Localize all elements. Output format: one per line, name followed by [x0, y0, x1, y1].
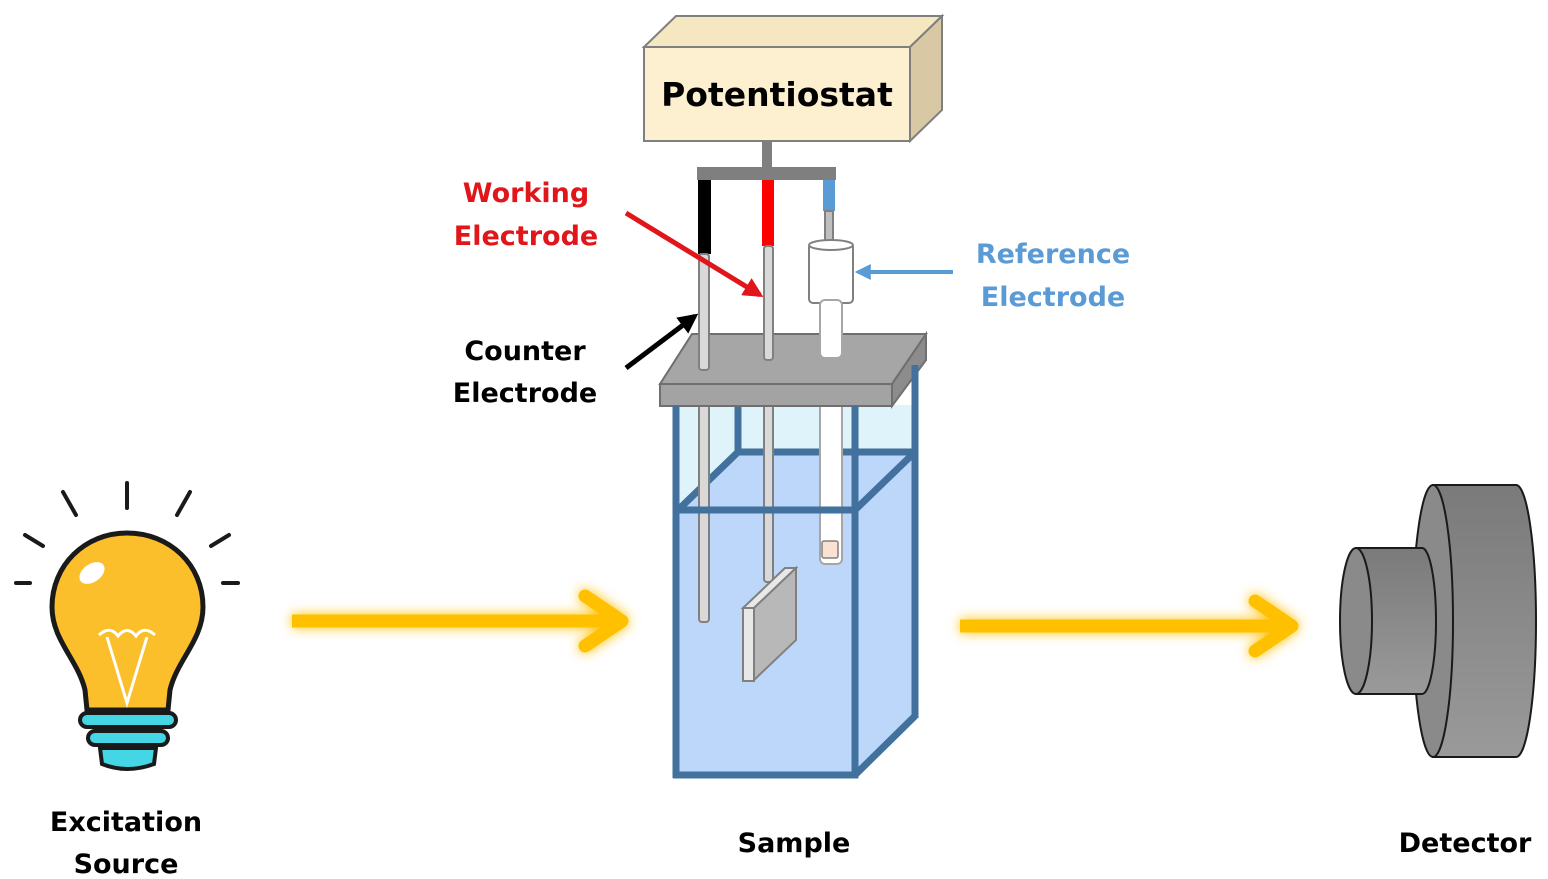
- electrode-connector: [697, 141, 836, 180]
- reference-frit: [821, 540, 839, 559]
- counter-electrode-label-line2: Electrode: [453, 378, 597, 409]
- potentiostat: Potentiostat: [641, 13, 945, 144]
- sample-label: Sample: [738, 828, 851, 859]
- cell-front-frame: [672, 365, 919, 779]
- cell-lid: [658, 245, 928, 410]
- counter-electrode-pointer: [624, 313, 699, 370]
- working-electrode-pointer: [624, 210, 764, 298]
- counter-electrode-label-line1: Counter: [464, 336, 586, 367]
- excitation-source-label-line1: Excitation: [50, 807, 202, 838]
- reference-electrode-label-line1: Reference: [976, 239, 1130, 270]
- reference-electrode-label-line2: Electrode: [981, 282, 1125, 313]
- transmitted-light-arrow: [960, 594, 1299, 658]
- potentiostat-label: Potentiostat: [661, 75, 893, 114]
- working-electrode-label-line2: Electrode: [454, 221, 598, 252]
- working-electrode-plate-edge: [742, 607, 755, 682]
- light-bulb-icon: [14, 481, 240, 771]
- incident-light-arrow: [292, 589, 629, 653]
- excitation-source-label-line2: Source: [74, 849, 179, 879]
- detector-icon: [1339, 484, 1537, 758]
- potentiostat-top: [641, 15, 945, 48]
- working-electrode-label-line1: Working: [463, 178, 589, 209]
- detector-label: Detector: [1399, 828, 1532, 859]
- potentiostat-face: [643, 46, 911, 142]
